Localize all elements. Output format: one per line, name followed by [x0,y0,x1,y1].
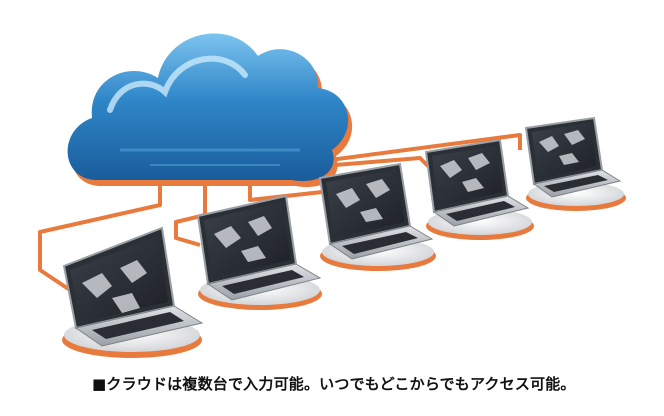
laptop-icon [318,162,436,271]
cloud-icon [67,33,353,188]
laptop-icon [62,226,204,358]
laptop-icon [196,194,322,310]
laptop-icon [424,138,534,240]
laptop-icon [524,116,626,211]
caption-text: ■クラウドは複数台で入力可能。いつでもどこからでもアクセス可能。 [92,375,576,393]
